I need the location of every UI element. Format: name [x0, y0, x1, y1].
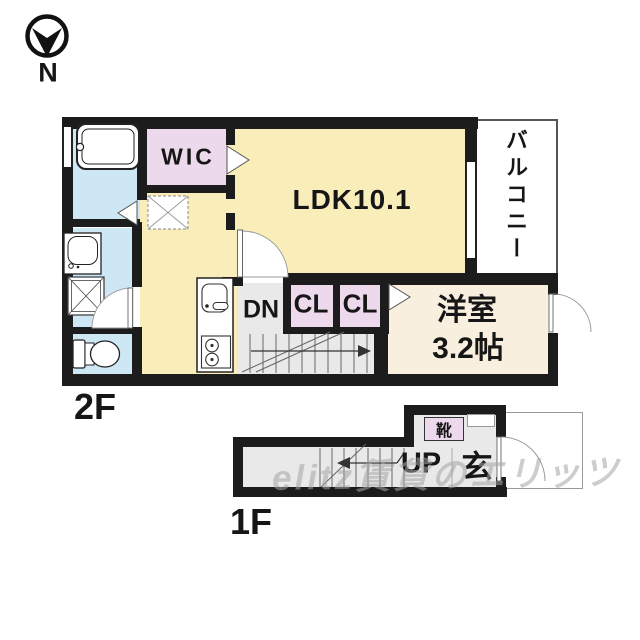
compass-label: N: [38, 57, 58, 88]
balcony-window: [465, 162, 477, 258]
wall: [465, 117, 477, 162]
entrance-step: [467, 414, 495, 427]
western-room-floor: [387, 283, 549, 375]
wall: [226, 117, 235, 145]
wic-floor: [146, 127, 228, 189]
wall: [226, 213, 235, 230]
wall: [374, 330, 388, 374]
wall: [496, 477, 506, 497]
wall: [132, 222, 142, 287]
washroom-floor: [72, 228, 134, 330]
closet-right-floor: [339, 284, 381, 329]
wall: [233, 487, 507, 497]
wall: [139, 185, 235, 193]
bathroom-floor: [72, 127, 140, 224]
floor-2f-label: 2F: [74, 386, 117, 427]
wall: [283, 285, 291, 329]
north-compass-icon: [25, 14, 69, 58]
wall: [132, 327, 142, 374]
room-label-closet-left: CL: [293, 288, 329, 319]
agency-watermark: elitz賃貸のエリッツ: [271, 452, 622, 499]
wall: [137, 127, 147, 200]
wall: [380, 285, 389, 329]
wall: [62, 219, 140, 227]
room-label-western-room: 洋室: [437, 294, 497, 327]
window: [62, 233, 73, 271]
shoe-cabinet-label: 靴: [435, 423, 453, 440]
wall: [283, 273, 558, 285]
wall: [333, 285, 340, 329]
balcony-floor: [474, 119, 558, 277]
wall: [233, 437, 243, 497]
room-label-closet-right: CL: [342, 288, 378, 319]
shoe-cabinet-box: [424, 417, 464, 441]
room-label-ldk: LDK10.1: [292, 184, 412, 215]
wall: [62, 327, 134, 334]
room-label-wic: WIC: [161, 143, 215, 170]
wall: [283, 327, 389, 334]
wall: [404, 407, 414, 447]
window: [62, 127, 73, 167]
wall: [548, 333, 558, 374]
wall: [62, 374, 558, 386]
closet-left-floor: [290, 284, 334, 329]
wall: [404, 405, 506, 415]
room-label-entrance: 玄: [461, 449, 493, 485]
floor-1f-label: 1F: [230, 501, 273, 542]
wall: [233, 437, 413, 447]
room-size-western-room: 3.2帖: [432, 332, 504, 365]
wall: [222, 277, 243, 286]
stairs-down-label: DN: [242, 295, 280, 324]
stairs-up-label: UP: [400, 447, 442, 480]
western-room-door-swing: [548, 293, 592, 333]
wall: [548, 285, 558, 295]
wall: [496, 405, 506, 437]
room-label-balcony: バルコニー: [503, 128, 528, 264]
wall: [62, 117, 478, 129]
toilet-floor: [72, 330, 134, 376]
